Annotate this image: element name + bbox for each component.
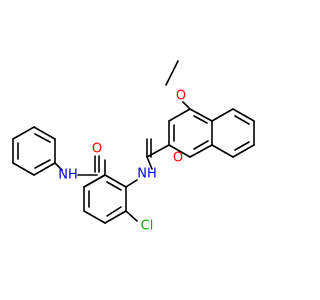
benzoyl-carbonyl-bonds	[83, 155, 106, 188]
naphthalene-ring-right	[211, 108, 255, 158]
methoxy-oxygen-label: O	[176, 89, 186, 104]
structure-canvas: O O NH O NH Cl	[12, 60, 255, 234]
amide-nh-left-label: NH	[58, 168, 78, 183]
naphthoyl-carbonyl-bonds	[146, 138, 170, 170]
naphthalene-ring-left	[168, 108, 213, 158]
methyl-bond	[165, 60, 179, 86]
right-amide-bond	[125, 179, 138, 188]
phenyl-ring	[12, 126, 63, 176]
naphthoyl-carbonyl-oxygen-label: O	[173, 151, 183, 166]
chlorine-bond	[125, 210, 138, 222]
methoxy-bonds	[182, 101, 191, 110]
molecule-diagram: O O NH O NH Cl	[12, 60, 255, 234]
chlorobenzene-ring	[83, 174, 127, 224]
benzoyl-carbonyl-oxygen-label: O	[92, 142, 102, 157]
amide-nh-right-label: NH	[137, 167, 157, 182]
chlorine-label: Cl	[141, 219, 154, 234]
